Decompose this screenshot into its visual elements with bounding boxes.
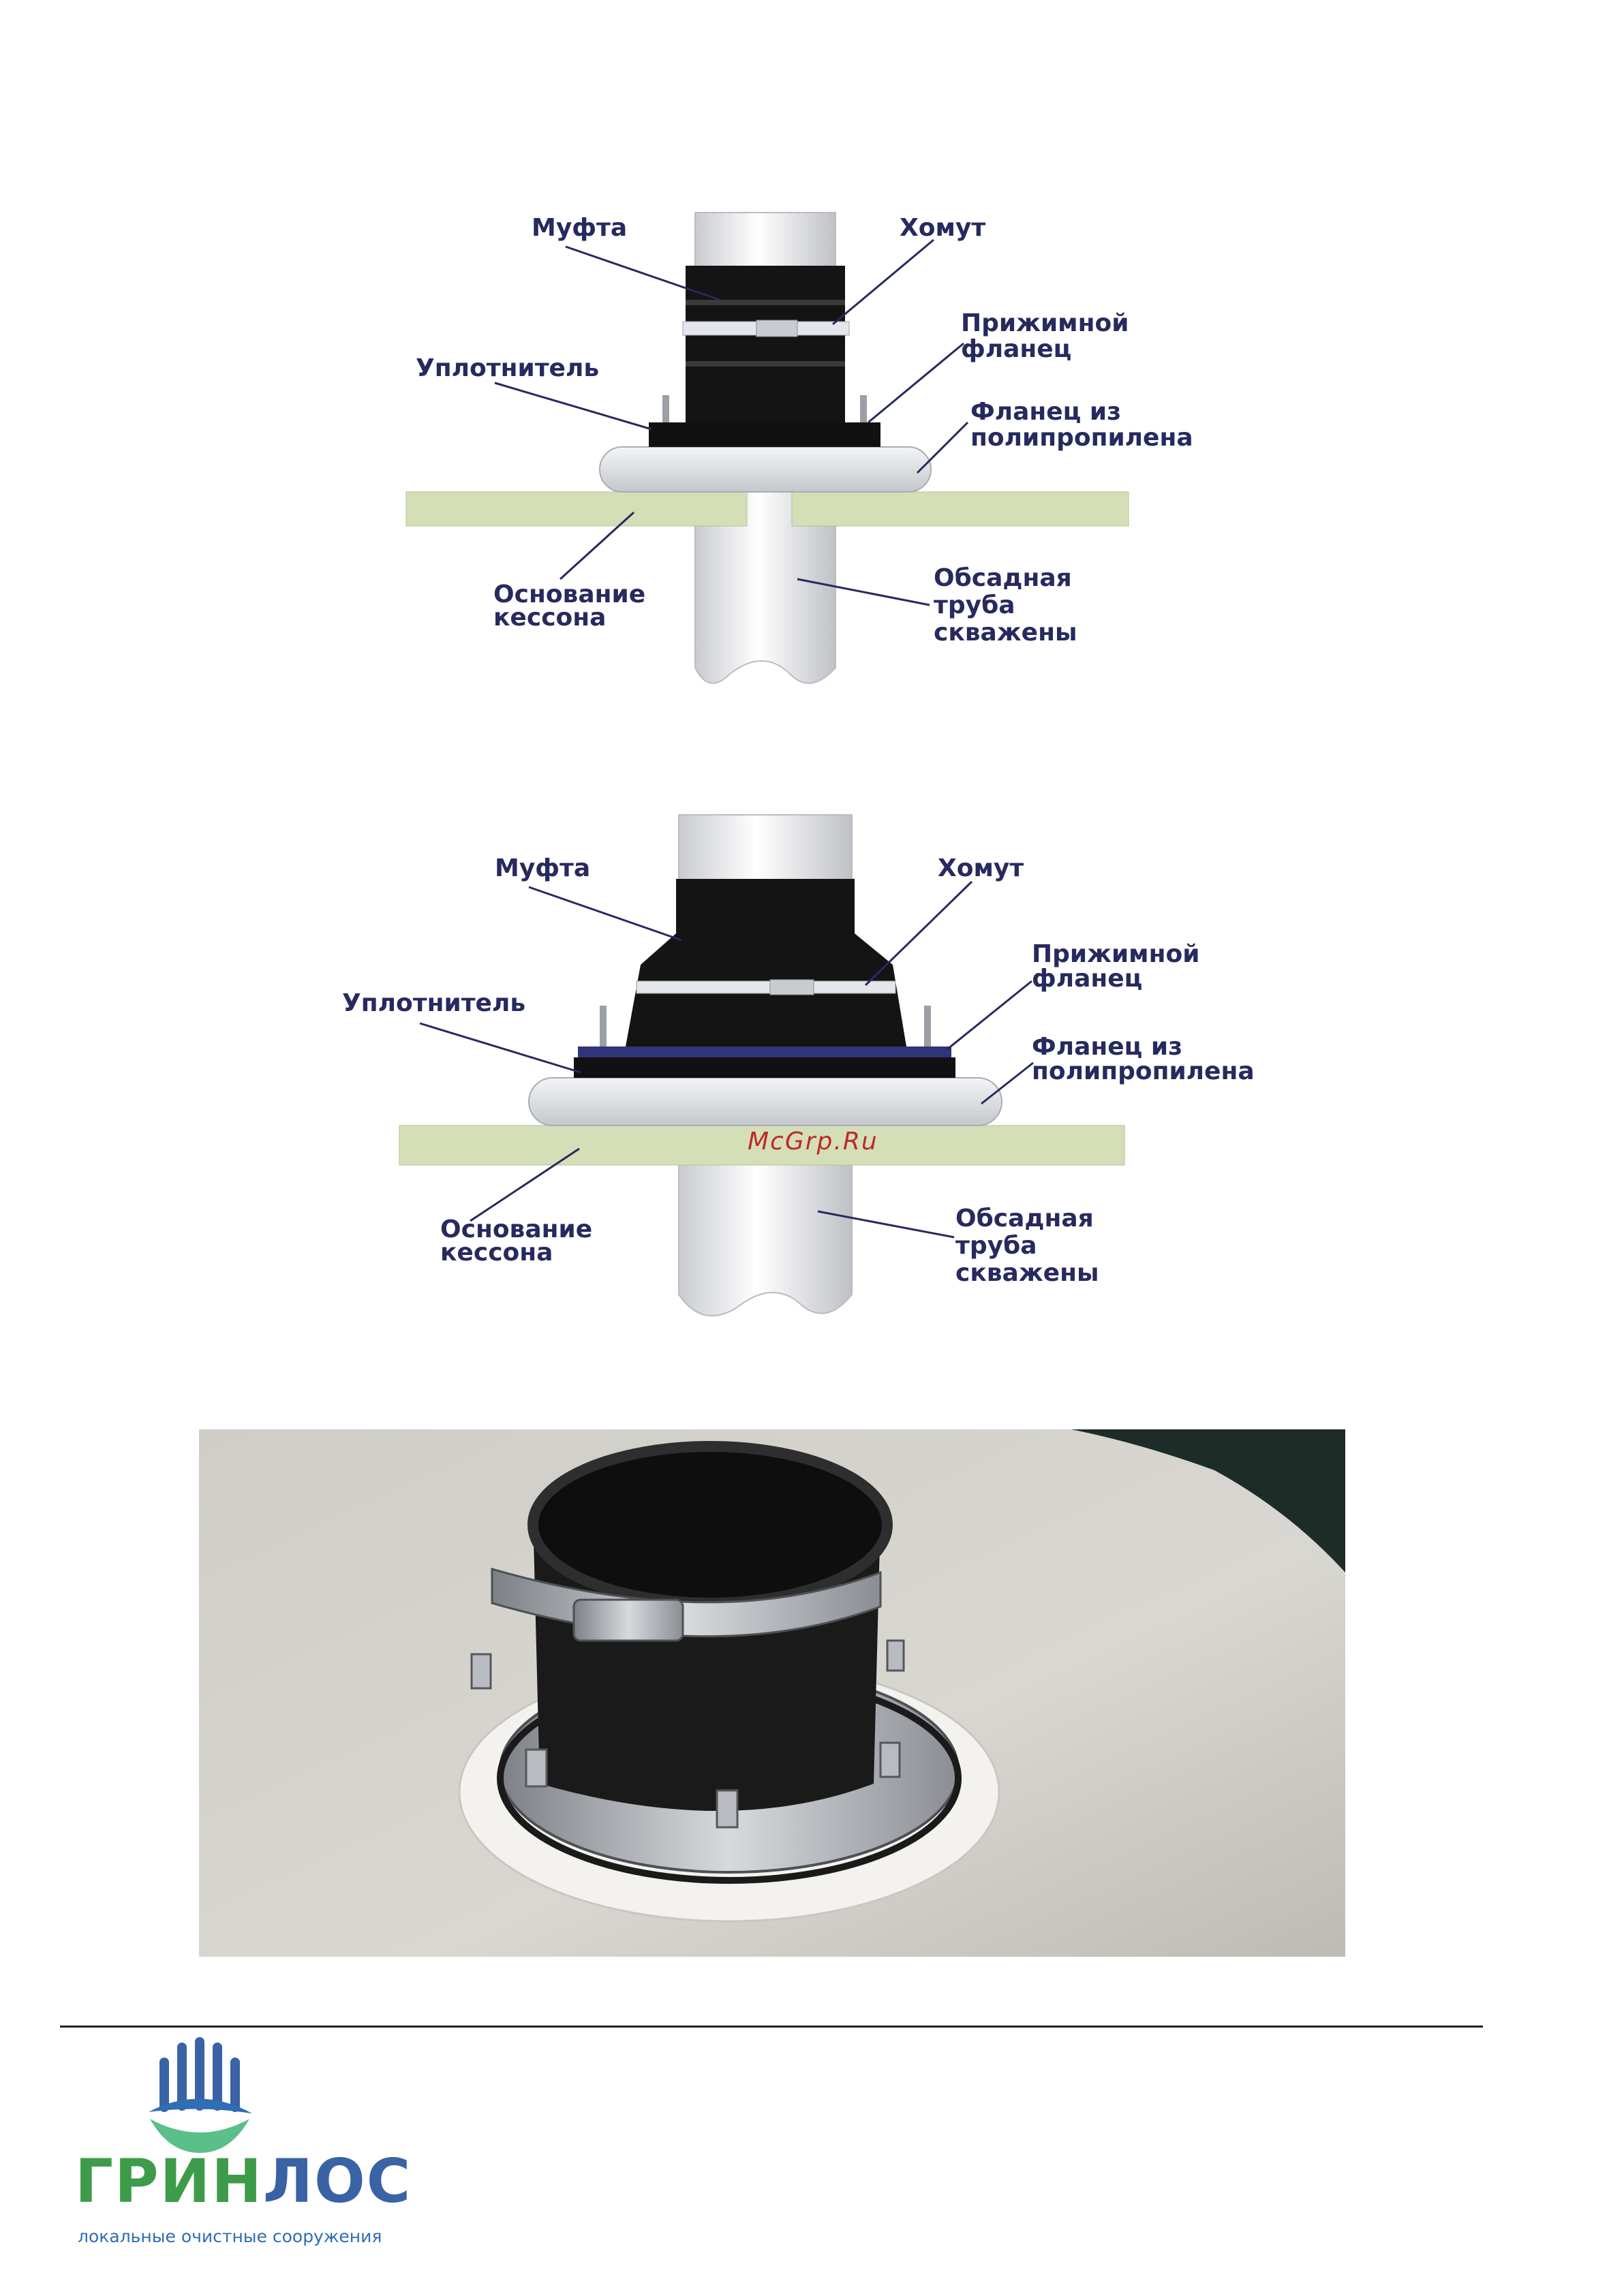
brand-name: ГРИНЛОС — [75, 2146, 412, 2216]
pp-flange — [529, 1078, 1002, 1126]
label-sealant: Уплотнитель — [342, 989, 525, 1017]
label-caisson-base-2: кессона — [493, 604, 606, 632]
clamp — [637, 980, 895, 995]
label-coupling: Муфта — [495, 854, 590, 882]
label-casing-pipe-1: Обсадная — [955, 1205, 1094, 1232]
label-pressure-flange-1: Прижимной — [961, 309, 1129, 337]
coupling — [686, 266, 845, 422]
watermark: McGrp.Ru — [748, 1128, 878, 1155]
label-pressure-flange-2: фланец — [961, 335, 1071, 363]
footer-divider — [60, 2026, 1483, 2028]
brand-name-green: ГРИН — [75, 2146, 263, 2216]
clamp — [683, 320, 849, 337]
label-casing-pipe-1: Обсадная — [934, 564, 1072, 592]
label-pressure-flange-1: Прижимной — [1032, 940, 1199, 968]
label-clamp: Хомут — [900, 214, 985, 242]
label-pp-flange-1: Фланец из — [1032, 1033, 1182, 1061]
label-clamp: Хомут — [938, 854, 1024, 882]
label-pp-flange-1: Фланец из — [970, 398, 1121, 426]
label-coupling: Муфта — [532, 214, 627, 242]
brand-tagline: локальные очистные сооружения — [78, 2227, 382, 2246]
label-casing-pipe-2: труба — [934, 591, 1015, 619]
product-photo — [199, 1429, 1345, 1957]
diagram-reducing-coupling: Муфта Хомут Прижимной фланец Уплотнитель… — [0, 804, 1624, 1329]
coupling — [626, 879, 906, 1046]
pp-flange — [600, 447, 931, 492]
label-sealant: Уплотнитель — [416, 354, 599, 382]
label-pressure-flange-2: фланец — [1032, 965, 1142, 993]
label-casing-pipe-3: скважены — [934, 619, 1077, 647]
label-casing-pipe-3: скважены — [955, 1259, 1099, 1287]
label-caisson-base-2: кессона — [440, 1239, 553, 1267]
brand-name-blue: ЛОС — [263, 2146, 412, 2216]
diagram-straight-coupling: Муфта Хомут Прижимной фланец Уплотнитель… — [0, 198, 1624, 695]
label-casing-pipe-2: труба — [955, 1232, 1037, 1260]
label-pp-flange-2: полипропилена — [1032, 1057, 1255, 1085]
label-pp-flange-2: полипропилена — [970, 424, 1193, 452]
